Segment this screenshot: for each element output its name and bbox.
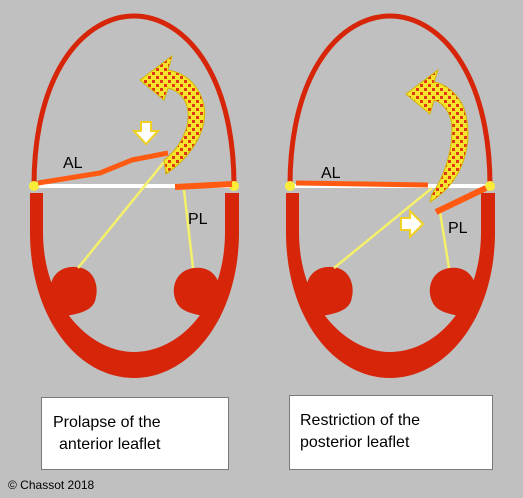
restriction-indicator-arrow [400,208,425,240]
chordae-posterior [438,211,451,269]
caption-line-2: anterior leaflet [59,436,161,453]
panel-restriction-posterior: AL PL [285,13,495,378]
regurgitant-jet-arrow [139,54,206,175]
annulus-dot-left [285,181,295,191]
prolapse-indicator-arrow [131,121,161,146]
posterior-leaflet [174,181,233,190]
atrium-outline [31,13,237,187]
papillary-muscle-right [173,267,220,318]
caption-line-1: Restriction of the [300,412,421,429]
regurgitant-jet-arrow [405,68,469,204]
posterior-leaflet [434,185,488,215]
anterior-leaflet [37,150,169,186]
copyright-notice: © Chassot 2018 [8,478,95,492]
annulus-dot-right [485,181,495,191]
annulus-dot-left [29,181,39,191]
atrium-outline [287,13,493,187]
label-anterior-leaflet: AL [321,165,341,182]
panel-prolapse-anterior: AL PL [29,13,239,378]
chordae-anterior [333,187,433,269]
ventricle-wall [286,193,495,378]
chordae-anterior [77,161,165,269]
papillary-muscle-left [306,266,353,318]
chordae-posterior [182,189,195,269]
anterior-leaflet [295,180,429,188]
label-posterior-leaflet: PL [448,220,468,237]
caption-restriction-posterior: Restriction of the posterior leaflet [289,395,493,470]
papillary-muscle-right [429,267,476,318]
caption-prolapse-anterior: Prolapse of the anterior leaflet [41,397,229,470]
ventricle-wall [30,193,239,378]
caption-line-2: posterior leaflet [300,434,410,451]
label-posterior-leaflet: PL [188,211,208,228]
papillary-muscle-left [50,266,97,318]
label-anterior-leaflet: AL [63,155,83,172]
caption-line-1: Prolapse of the [53,414,161,431]
